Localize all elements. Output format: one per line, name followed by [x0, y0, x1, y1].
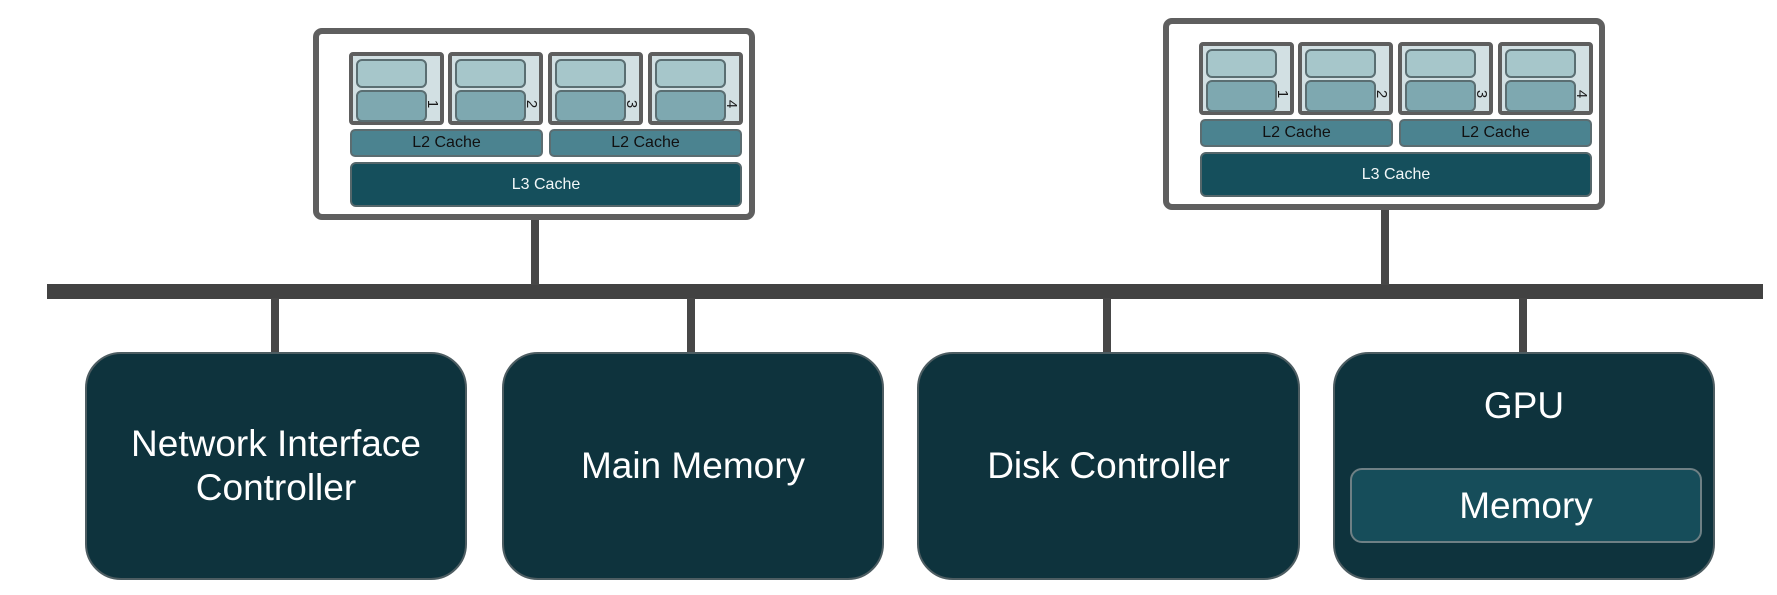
core-number: 3: [623, 99, 640, 109]
core-number: 3: [1473, 89, 1490, 99]
core-register-top: [1206, 49, 1277, 78]
core-register-top: [1305, 49, 1376, 78]
cpu-core: 3: [1398, 42, 1493, 115]
core-register-bottom: [1206, 80, 1277, 112]
disk-controller: Disk Controller: [917, 352, 1300, 580]
l2-cache: L2 Cache: [549, 129, 742, 157]
nic-connector: [271, 298, 279, 354]
cpu-right-connector: [1381, 206, 1389, 285]
core-register-top: [1405, 49, 1476, 78]
nic-label-line2: Controller: [195, 467, 357, 508]
core-number: 4: [1573, 89, 1590, 99]
l3-cache: L3 Cache: [350, 162, 742, 207]
cpu-core: 3: [548, 52, 643, 125]
disk-controller-label: Disk Controller: [987, 445, 1230, 486]
cpu-core: 1: [349, 52, 444, 125]
gpu-label: GPU: [1483, 385, 1565, 426]
cpu-left-connector: [531, 218, 539, 285]
core-register-bottom: [555, 90, 626, 122]
core-register-bottom: [655, 90, 726, 122]
core-number: 2: [523, 99, 540, 109]
cpu-core: 4: [648, 52, 743, 125]
cpu-core: 2: [1298, 42, 1393, 115]
network-interface-controller: Network Interface Controller: [85, 352, 467, 580]
nic-label-line1: Network Interface: [131, 423, 421, 464]
main-memory-connector: [687, 298, 695, 354]
core-register-top: [455, 59, 526, 88]
core-number: 1: [1274, 89, 1291, 99]
core-number: 2: [1373, 89, 1390, 99]
system-bus: [47, 284, 1763, 299]
gpu: GPU Memory: [1333, 352, 1715, 580]
core-register-top: [356, 59, 427, 88]
cpu-package-left: 1 2 3 4 L2 Cache L2 Cache L3 Cache: [313, 28, 755, 220]
core-number: 4: [723, 99, 740, 109]
core-register-bottom: [455, 90, 526, 122]
l2-cache: L2 Cache: [350, 129, 543, 157]
l3-cache: L3 Cache: [1200, 152, 1592, 197]
gpu-connector: [1519, 298, 1527, 354]
cpu-core: 4: [1498, 42, 1593, 115]
main-memory: Main Memory: [502, 352, 884, 580]
core-register-bottom: [1505, 80, 1576, 112]
core-register-bottom: [1305, 80, 1376, 112]
core-number: 1: [424, 99, 441, 109]
core-register-bottom: [356, 90, 427, 122]
cpu-package-right: 1 2 3 4 L2 Cache L2 Cache L3 Cache: [1163, 18, 1605, 210]
gpu-memory: Memory: [1350, 468, 1702, 543]
main-memory-label: Main Memory: [580, 445, 806, 486]
core-register-top: [655, 59, 726, 88]
cpu-core: 2: [448, 52, 543, 125]
l2-cache: L2 Cache: [1399, 119, 1592, 147]
cpu-core: 1: [1199, 42, 1294, 115]
l2-cache: L2 Cache: [1200, 119, 1393, 147]
core-register-top: [555, 59, 626, 88]
gpu-memory-label: Memory: [1459, 484, 1593, 526]
disk-controller-connector: [1103, 298, 1111, 354]
core-register-bottom: [1405, 80, 1476, 112]
core-register-top: [1505, 49, 1576, 78]
